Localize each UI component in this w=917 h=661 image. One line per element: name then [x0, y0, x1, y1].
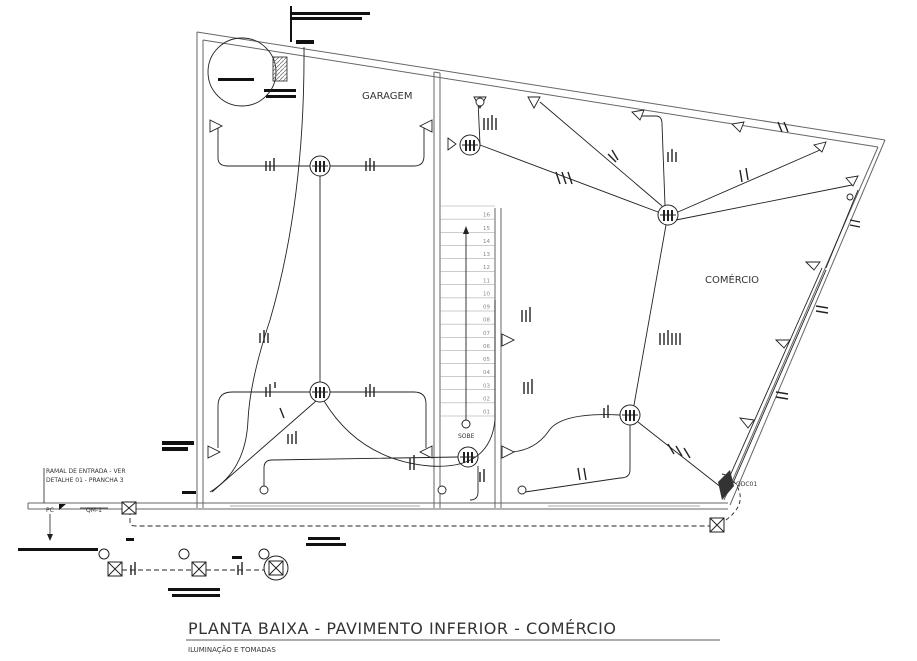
redacted-labels: [18, 6, 370, 597]
meter-label: PC: [46, 507, 54, 514]
stair-arrow-head: [463, 226, 469, 234]
switch-icon: [517, 485, 527, 495]
meter-detail: [207, 37, 288, 107]
light-fixture-icon: [657, 204, 679, 226]
wall-light-icon: [527, 96, 541, 109]
drawing-title: PLANTA BAIXA - PAVIMENTO INFERIOR - COMÉ…: [188, 619, 616, 638]
stair-step-number: 13: [483, 252, 490, 258]
switch-icon: [475, 97, 485, 107]
stair-label: SOBE: [458, 433, 475, 440]
wall-light-icon: [845, 175, 859, 187]
ceiling-lights: [309, 134, 679, 468]
wall-light-icon: [631, 109, 645, 121]
circuit-wiring: [122, 46, 859, 571]
stair-step-number: 04: [483, 370, 490, 376]
drawing-subtitle: ILUMINAÇÃO E TOMADAS: [188, 645, 276, 654]
stair-step-number: 15: [483, 226, 490, 232]
stair-step-number: 11: [483, 278, 490, 284]
wall-light-icon: [813, 141, 827, 153]
ground-marker-icon: [178, 548, 190, 560]
ground-marker-icon: [98, 548, 110, 560]
light-fixture-icon: [309, 381, 331, 403]
wall-light-icon: [804, 261, 821, 271]
panel-label: QDC01: [736, 481, 757, 488]
stair-start-marker: [461, 419, 471, 429]
stair-step-number: 12: [483, 265, 490, 271]
walls: [27, 31, 886, 510]
entrance-note-1: RAMAL DE ENTRADA - VER: [46, 468, 126, 475]
wall-light-icon: [418, 445, 433, 459]
ground-marker-icon: [258, 548, 270, 560]
switch-icon: [259, 485, 269, 495]
stair-step-number: 09: [483, 305, 490, 311]
junction-boxes: [98, 548, 289, 581]
stair-step-number: 16: [483, 213, 490, 219]
panel-icon: [718, 470, 734, 500]
stair-step-number: 14: [483, 239, 490, 245]
wall-light-icon: [447, 137, 457, 151]
switch-icon: [846, 193, 854, 201]
wall-light-icon: [209, 119, 224, 133]
meter-arrow-icon: [59, 504, 66, 510]
wall-light-icon: [501, 333, 516, 347]
wall-light-icon: [731, 121, 745, 133]
stair-step-number: 08: [483, 318, 490, 324]
stair-step-number: 10: [483, 291, 490, 297]
wall-fixtures: [207, 96, 859, 495]
stair-step-number: 03: [483, 383, 490, 389]
stair-step-number: 06: [483, 344, 490, 350]
stair-step-number: 05: [483, 357, 490, 363]
wall-light-icon: [774, 339, 791, 349]
staircase: 16 15 14 13 12 11 10 09 08 07 06 05 04 03 02 01 SOBE: [440, 205, 495, 440]
room-label-garage: GARAGEM: [362, 91, 413, 102]
stair-step-number: 07: [483, 331, 490, 337]
wall-light-icon: [418, 119, 433, 133]
feeder-label: QM-1: [86, 507, 102, 514]
light-fixture-icon: [459, 134, 481, 156]
stair-step-number: 02: [483, 396, 490, 402]
wall-light-icon: [738, 417, 755, 429]
stair-step-number: 01: [483, 410, 490, 416]
wall-light-icon: [207, 445, 222, 459]
entrance-note-2: DETALHE 01 - PRANCHA 3: [46, 477, 124, 484]
distribution-panel: QDC01: [709, 470, 757, 533]
room-label-commerce: COMÉRCIO: [705, 273, 759, 286]
entrance-service: RAMAL DE ENTRADA - VER DETALHE 01 - PRAN…: [43, 468, 137, 541]
conductor-marks: [130, 115, 861, 575]
switch-icon: [437, 485, 447, 495]
wall-light-icon: [501, 445, 516, 459]
light-fixture-icon: [619, 404, 641, 426]
light-fixture-icon: [309, 155, 331, 177]
